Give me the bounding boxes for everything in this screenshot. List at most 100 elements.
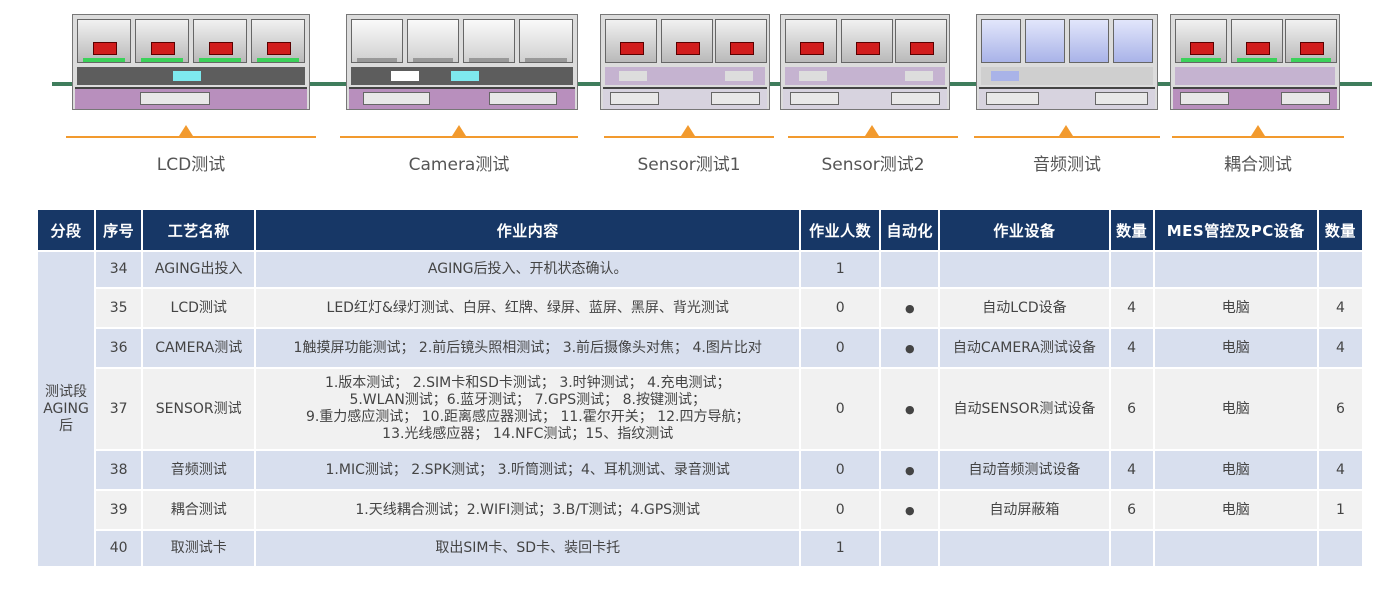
- row-equipment: [940, 252, 1109, 287]
- coupling-marker-icon: [1251, 125, 1265, 136]
- row-automation: [881, 252, 939, 287]
- header-equipment: 作业设备: [940, 210, 1109, 250]
- sensor-test-2-machine: [780, 14, 950, 114]
- row-equipment: 自动CAMERA测试设备: [940, 329, 1109, 367]
- row-pc: [1154, 531, 1317, 566]
- row-automation: [881, 531, 939, 566]
- row-process-name: CAMERA测试: [143, 329, 255, 367]
- row-process-name: SENSOR测试: [143, 369, 255, 449]
- row-number: 36: [96, 329, 142, 367]
- process-table: 分段 序号 工艺名称 作业内容 作业人数 自动化 作业设备 数量 MES管控及P…: [36, 208, 1364, 568]
- table-row: 测试段AGING后 34 AGING出投入 AGING后投入、开机状态确认。 1: [38, 252, 1362, 566]
- row-content: 取出SIM卡、SD卡、装回卡托: [256, 531, 800, 566]
- header-pc-quantity: 数量: [1318, 210, 1362, 250]
- row-workers: 1: [801, 531, 880, 566]
- header-workers: 作业人数: [801, 210, 880, 250]
- coupling-underline: [1172, 136, 1344, 138]
- row-quantity: 4: [1110, 329, 1153, 367]
- automation-dot-icon: ●: [881, 491, 939, 529]
- camera-underline: [340, 136, 578, 138]
- table-row: 37 SENSOR测试 1.版本测试； 2.SIM卡和SD卡测试； 3.时钟测试…: [38, 369, 1362, 449]
- row-pc-quantity: 4: [1318, 329, 1362, 367]
- row-pc-quantity: 1: [1318, 491, 1362, 529]
- lcd-marker-icon: [179, 125, 193, 136]
- row-pc: 电脑: [1154, 289, 1317, 327]
- row-process-name: AGING出投入: [143, 252, 255, 287]
- row-process-name: 音频测试: [143, 451, 255, 489]
- row-pc: 电脑: [1154, 451, 1317, 489]
- row-quantity: 6: [1110, 369, 1153, 449]
- lcd-underline: [66, 136, 316, 138]
- row-content: AGING后投入、开机状态确认。: [256, 252, 800, 287]
- row-number: 39: [96, 491, 142, 529]
- row-equipment: 自动音频测试设备: [940, 451, 1109, 489]
- row-workers: 0: [801, 369, 880, 449]
- audio-marker-icon: [1059, 125, 1073, 136]
- row-process-name: LCD测试: [143, 289, 255, 327]
- sensor2-marker-icon: [865, 125, 879, 136]
- row-workers: 0: [801, 289, 880, 327]
- row-content: 1.天线耦合测试；2.WIFI测试；3.B/T测试；4.GPS测试: [256, 491, 800, 529]
- automation-dot-icon: ●: [881, 451, 939, 489]
- row-equipment: 自动LCD设备: [940, 289, 1109, 327]
- header-work-content: 作业内容: [256, 210, 800, 250]
- header-quantity: 数量: [1110, 210, 1153, 250]
- row-workers: 0: [801, 329, 880, 367]
- header-segment: 分段: [38, 210, 95, 250]
- row-number: 35: [96, 289, 142, 327]
- row-workers: 0: [801, 451, 880, 489]
- station-label-coupling: 耦合测试: [1224, 155, 1292, 175]
- row-content: LED红灯&绿灯测试、白屏、红牌、绿屏、蓝屏、黑屏、背光测试: [256, 289, 800, 327]
- sensor1-underline: [604, 136, 774, 138]
- audio-test-machine: [976, 14, 1158, 114]
- row-number: 38: [96, 451, 142, 489]
- row-pc-quantity: 4: [1318, 289, 1362, 327]
- row-quantity: 4: [1110, 451, 1153, 489]
- row-process-name: 取测试卡: [143, 531, 255, 566]
- camera-test-machine: [346, 14, 578, 114]
- sensor-test-1-machine: [600, 14, 770, 114]
- header-automation: 自动化: [881, 210, 939, 250]
- automation-dot-icon: ●: [881, 369, 939, 449]
- audio-underline: [974, 136, 1160, 138]
- row-workers: 0: [801, 491, 880, 529]
- row-number: 40: [96, 531, 142, 566]
- row-quantity: [1110, 531, 1153, 566]
- row-number: 37: [96, 369, 142, 449]
- content-line: 13.光线感应器； 14.NFC测试；15、指纹测试: [382, 426, 674, 442]
- header-number: 序号: [96, 210, 142, 250]
- camera-marker-icon: [452, 125, 466, 136]
- row-pc: [1154, 252, 1317, 287]
- row-equipment: 自动SENSOR测试设备: [940, 369, 1109, 449]
- station-label-sensor2: Sensor测试2: [821, 155, 925, 175]
- header-mes-pc: MES管控及PC设备: [1154, 210, 1317, 250]
- station-label-lcd: LCD测试: [156, 155, 226, 175]
- row-equipment: [940, 531, 1109, 566]
- row-content: 1触摸屏功能测试； 2.前后镜头照相测试； 3.前后摄像头对焦； 4.图片比对: [256, 329, 800, 367]
- automation-dot-icon: ●: [881, 289, 939, 327]
- sensor1-marker-icon: [681, 125, 695, 136]
- row-pc-quantity: [1318, 531, 1362, 566]
- row-number: 34: [96, 252, 142, 287]
- row-content: 1.版本测试； 2.SIM卡和SD卡测试； 3.时钟测试； 4.充电测试； 5.…: [256, 369, 800, 449]
- table-row: 39 耦合测试 1.天线耦合测试；2.WIFI测试；3.B/T测试；4.GPS测…: [38, 491, 1362, 529]
- row-workers: 1: [801, 252, 880, 287]
- row-equipment: 自动屏蔽箱: [940, 491, 1109, 529]
- row-pc-quantity: 6: [1318, 369, 1362, 449]
- row-quantity: [1110, 252, 1153, 287]
- table-row: 40 取测试卡 取出SIM卡、SD卡、装回卡托 1: [38, 531, 1362, 566]
- row-quantity: 6: [1110, 491, 1153, 529]
- row-quantity: 4: [1110, 289, 1153, 327]
- production-line-illustration: LCD测试 Camera测试 Sensor测试1 Sensor测试2 音频测试 …: [0, 0, 1400, 180]
- segment-cell: 测试段AGING后: [38, 252, 95, 566]
- content-line: 5.WLAN测试；6.蓝牙测试； 7.GPS测试； 8.按键测试；: [349, 392, 706, 408]
- automation-dot-icon: ●: [881, 329, 939, 367]
- header-process-name: 工艺名称: [143, 210, 255, 250]
- sensor2-underline: [788, 136, 958, 138]
- table-row: 36 CAMERA测试 1触摸屏功能测试； 2.前后镜头照相测试； 3.前后摄像…: [38, 329, 1362, 367]
- station-label-audio: 音频测试: [1033, 155, 1101, 175]
- table-header-row: 分段 序号 工艺名称 作业内容 作业人数 自动化 作业设备 数量 MES管控及P…: [38, 210, 1362, 250]
- lcd-test-machine: [72, 14, 310, 114]
- station-label-camera: Camera测试: [408, 155, 510, 175]
- row-process-name: 耦合测试: [143, 491, 255, 529]
